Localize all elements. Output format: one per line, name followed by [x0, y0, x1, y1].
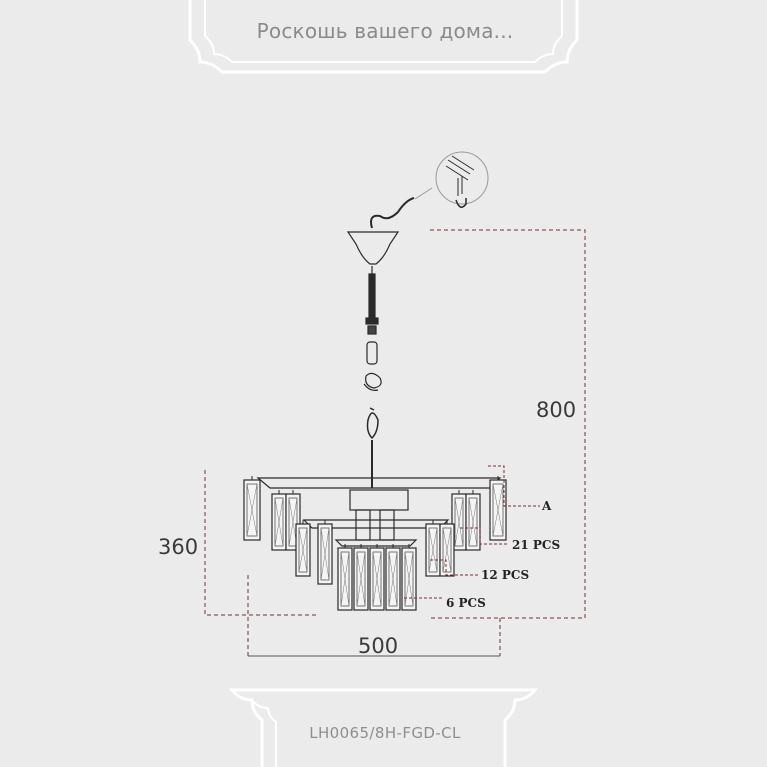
crystal-prism: [317, 520, 333, 585]
dimension-lines: [204, 229, 586, 657]
callout-tier-2: 12 PCS: [481, 568, 530, 582]
ceiling-hook-detail-icon: [414, 151, 489, 208]
crystal-prism: [243, 476, 261, 541]
dimension-body-height: 360: [158, 535, 199, 559]
crystal-prism: [337, 544, 353, 611]
crystal-prism: [369, 544, 385, 611]
crystal-prism: [465, 490, 481, 551]
top-panel-molding: [188, 0, 579, 74]
crystal-prism: [439, 520, 455, 577]
model-code: LH0065/8H-FGD-CL: [309, 724, 461, 742]
crystal-pendants: [243, 476, 507, 611]
callout-part-a: A: [542, 499, 552, 513]
page-tagline: Роскошь вашего дома...: [256, 19, 514, 43]
crystal-prism: [271, 490, 287, 551]
dimension-total-height: 800: [536, 398, 577, 422]
crystal-prism: [489, 476, 507, 541]
crystal-prism: [401, 544, 417, 611]
bottom-panel-molding: [228, 688, 539, 767]
chandelier-drawing: [346, 197, 415, 488]
callout-tier-1: 21 PCS: [512, 538, 561, 552]
crystal-prism: [451, 490, 467, 551]
callout-tier-3: 6 PCS: [446, 596, 486, 610]
crystal-prism: [385, 544, 401, 611]
crystal-prism: [353, 544, 369, 611]
crystal-prism: [425, 520, 441, 577]
dimension-width: 500: [358, 634, 399, 658]
callout-leaders: [404, 465, 540, 599]
crystal-prism: [295, 520, 311, 577]
